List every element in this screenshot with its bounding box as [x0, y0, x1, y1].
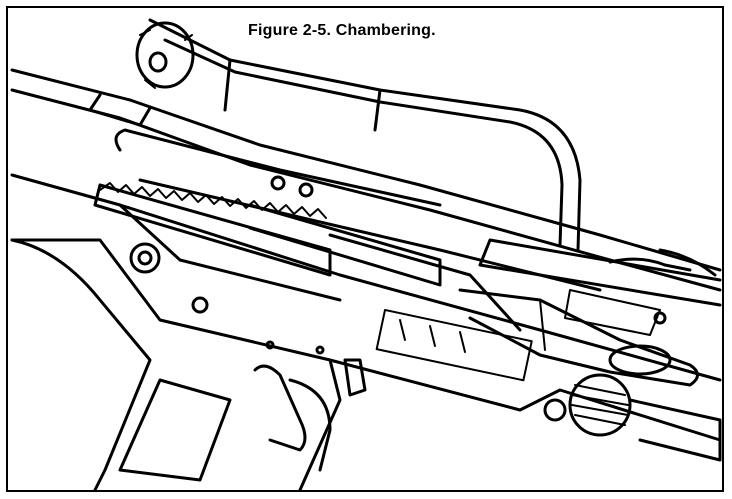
- lower-receiver: [10, 173, 722, 492]
- pistol-grip: [10, 238, 232, 492]
- delta-ring: [543, 248, 722, 462]
- figure-caption: Figure 2-5. Chambering.: [248, 22, 436, 39]
- barrel-extension: [478, 238, 722, 336]
- carrying-handle: [148, 18, 582, 252]
- rear-sight-drum: [135, 21, 195, 89]
- trigger-group: [253, 308, 533, 472]
- upper-receiver: [10, 68, 722, 292]
